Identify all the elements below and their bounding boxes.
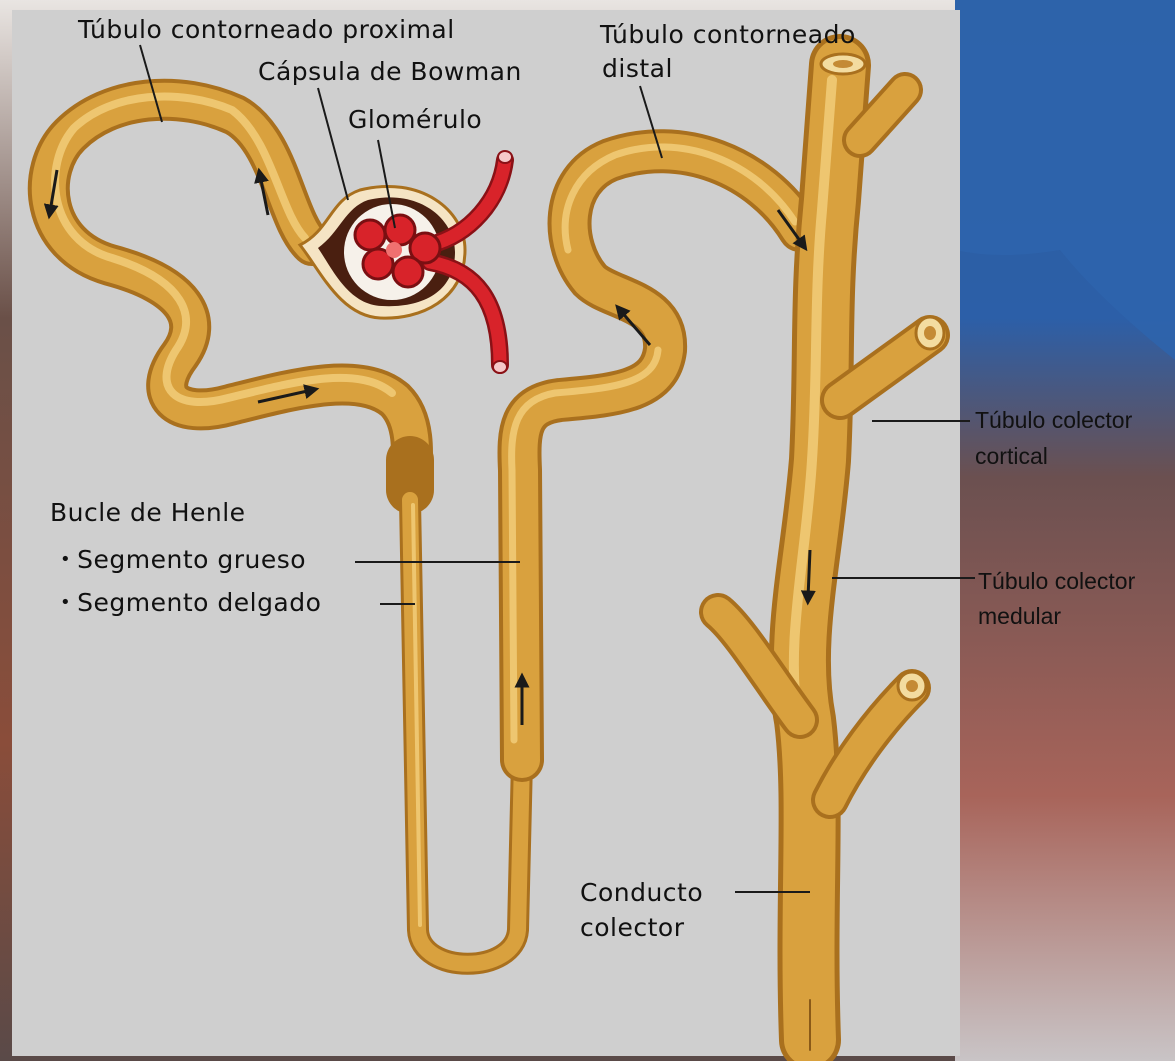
label-colector-cortical-1: Túbulo colector <box>975 402 1132 438</box>
label-glomerulo: Glomérulo <box>348 103 482 137</box>
label-segmento-grueso: Segmento grueso <box>60 543 306 580</box>
label-segmento-delgado-text: Segmento delgado <box>77 588 321 617</box>
label-colector-cortical-2: cortical <box>975 438 1048 474</box>
label-colector-medular-2: medular <box>978 598 1061 634</box>
label-colector-medular-1: Túbulo colector <box>978 563 1135 599</box>
label-segmento-grueso-text: Segmento grueso <box>77 545 306 574</box>
label-tubulo-distal-1: Túbulo contorneado <box>600 18 856 52</box>
label-segmento-delgado: Segmento delgado <box>60 586 321 623</box>
label-conducto-2: colector <box>580 911 685 945</box>
label-tubulo-distal-2: distal <box>602 52 673 86</box>
afferent-efferent-arterioles <box>430 160 505 365</box>
label-conducto-1: Conducto <box>580 876 703 910</box>
collecting-duct <box>718 65 930 1050</box>
label-capsula-bowman: Cápsula de Bowman <box>258 55 522 89</box>
label-bucle-henle: Bucle de Henle <box>50 496 246 530</box>
label-tubulo-proximal: Túbulo contorneado proximal <box>78 13 455 47</box>
arrow-icon <box>808 550 810 598</box>
